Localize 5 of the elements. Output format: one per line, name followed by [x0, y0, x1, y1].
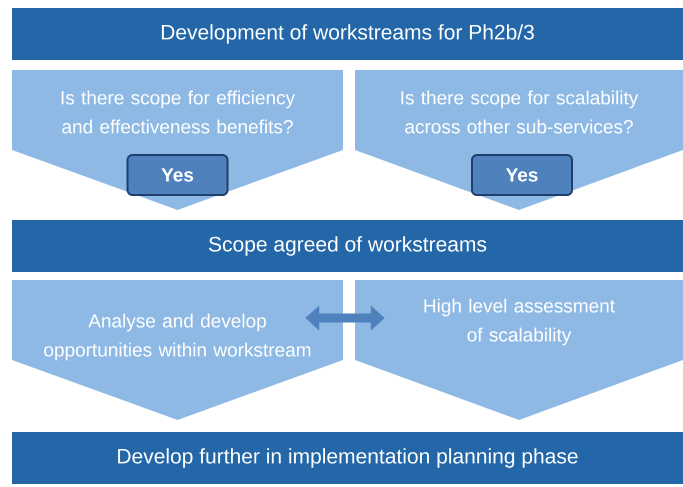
answer-button: Yes — [126, 154, 228, 196]
title-band: Scope agreed of workstreams — [12, 220, 683, 272]
title-band: Development of workstreams for Ph2b/3 — [12, 8, 683, 60]
answer-button: Yes — [471, 154, 573, 196]
title-band: Develop further in implementation planning phase — [12, 432, 683, 484]
